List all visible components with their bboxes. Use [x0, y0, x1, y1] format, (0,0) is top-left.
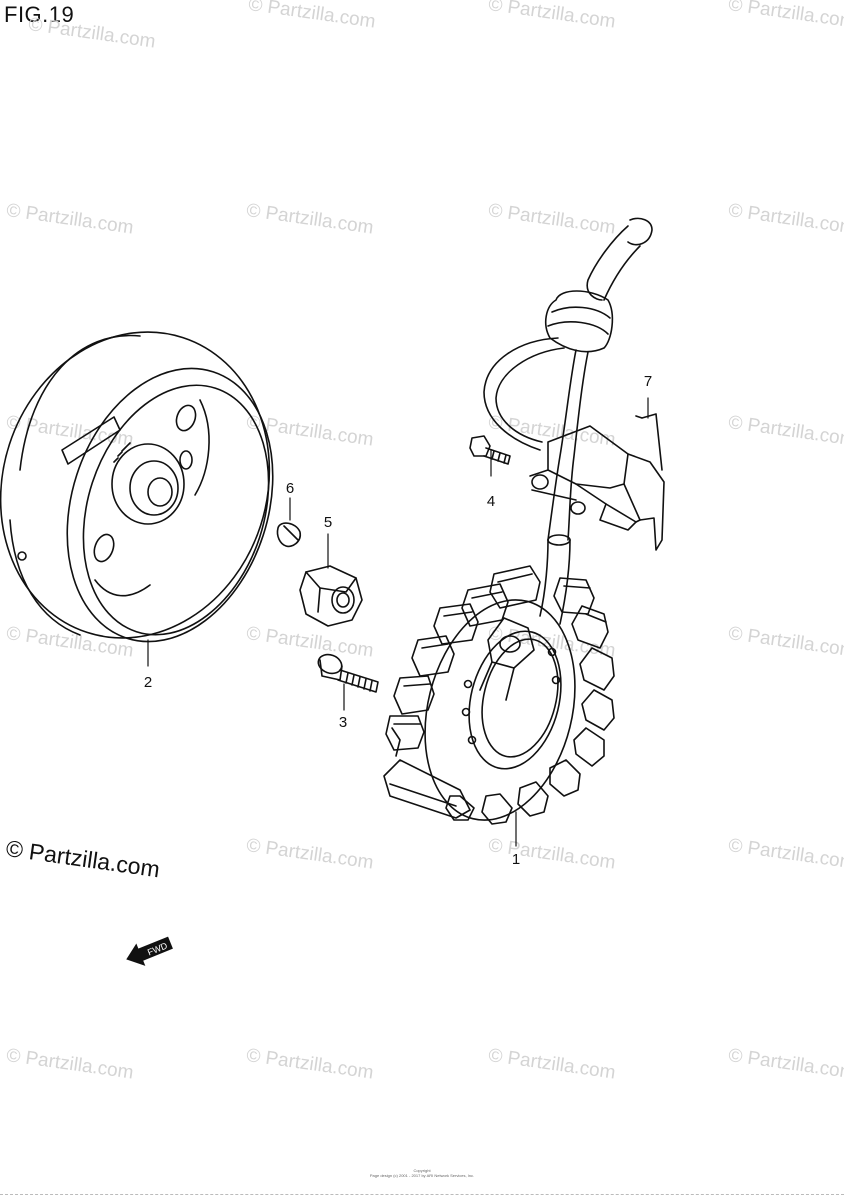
figure-title: FIG.19 — [4, 2, 75, 27]
footer-divider — [0, 1194, 844, 1195]
small-bolt[interactable] — [469, 435, 511, 465]
callout-6: 6 — [286, 480, 294, 497]
nut[interactable] — [299, 565, 363, 627]
callout-3: 3 — [339, 714, 347, 731]
page-footer: Copyright Page design (c) 2001 - 2017 by… — [0, 1168, 844, 1178]
leader-lines — [147, 397, 649, 847]
callout-7: 7 — [644, 373, 652, 390]
footer-credit: Page design (c) 2001 - 2017 by ARI Netwo… — [369, 1173, 475, 1178]
flywheel-rotor[interactable] — [0, 297, 308, 673]
fwd-label: FWD — [146, 940, 169, 957]
callout-1: 1 — [512, 851, 520, 868]
wire-clamp[interactable] — [529, 413, 665, 551]
bolt[interactable] — [316, 651, 379, 693]
woodruff-key[interactable] — [276, 522, 302, 548]
wire-harness[interactable] — [483, 217, 653, 625]
stator[interactable] — [383, 565, 615, 836]
callout-4: 4 — [487, 493, 495, 510]
callout-2: 2 — [144, 674, 152, 691]
footer-copyright: Copyright — [413, 1168, 431, 1173]
fwd-arrow-icon: FWD — [126, 936, 173, 966]
callout-5: 5 — [324, 514, 332, 531]
